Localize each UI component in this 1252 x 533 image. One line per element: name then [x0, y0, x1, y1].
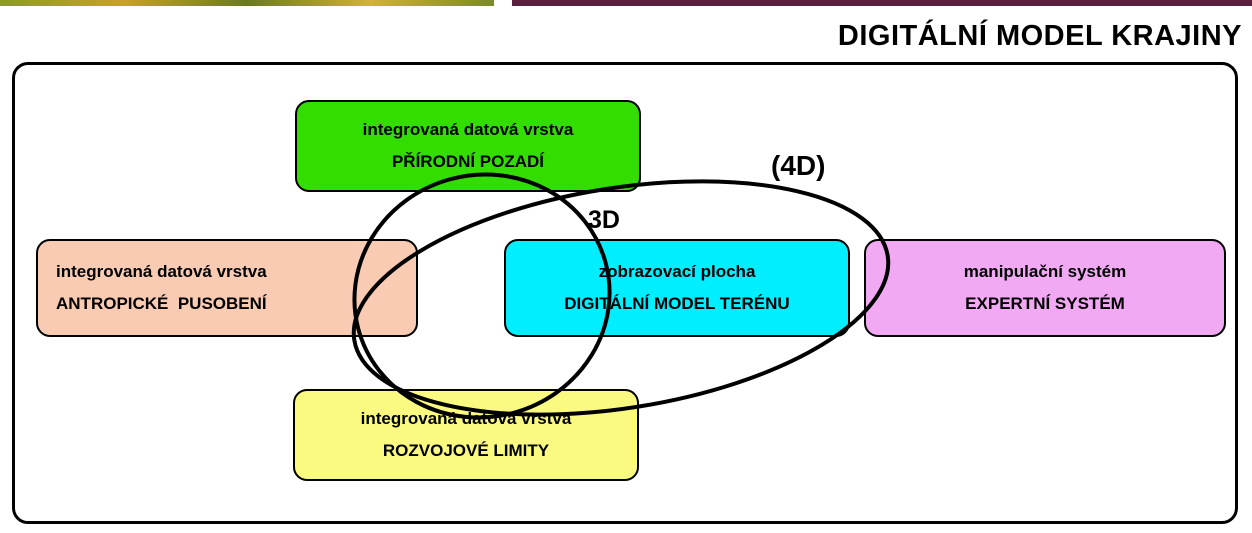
- box-prirodni-line1: integrovaná datová vrstva: [362, 119, 574, 139]
- diagram-frame: [12, 62, 1238, 524]
- box-dmt-line2: DIGITÁLNÍ MODEL TERÉNU: [564, 294, 790, 313]
- box-antropicke-line1: integrovaná datová vrstva: [56, 261, 267, 281]
- box-expert-line2: EXPERTNÍ SYSTÉM: [965, 294, 1125, 313]
- box-prirodni-pozadi: integrovaná datová vrstva PŘÍRODNÍ POZAD…: [295, 100, 641, 192]
- box-dmt-line1: zobrazovací plocha: [598, 261, 756, 281]
- box-expertni-system: manipulační systém EXPERTNÍ SYSTÉM: [864, 239, 1226, 337]
- header-image-strip: [0, 0, 494, 6]
- label-4d: (4D): [771, 150, 826, 181]
- box-digitalni-model-terenu: zobrazovací plocha DIGITÁLNÍ MODEL TERÉN…: [504, 239, 850, 337]
- ellipse-4d: [351, 179, 891, 417]
- box-expert-line1: manipulační systém: [963, 261, 1127, 281]
- header-color-bar: [512, 0, 1252, 6]
- box-prirodni-line2: PŘÍRODNÍ POZADÍ: [391, 152, 545, 171]
- box-antropicke-line2: ANTROPICKÉ PUSOBENÍ: [56, 294, 267, 313]
- box-rozvojove-limity: integrovaná datová vrstva ROZVOJOVÉ LIMI…: [293, 389, 639, 481]
- label-3d: 3D: [588, 206, 620, 234]
- box-rozvojove-line2: ROZVOJOVÉ LIMITY: [382, 441, 550, 460]
- page-title: DIGITÁLNÍ MODEL KRAJINY: [837, 20, 1242, 52]
